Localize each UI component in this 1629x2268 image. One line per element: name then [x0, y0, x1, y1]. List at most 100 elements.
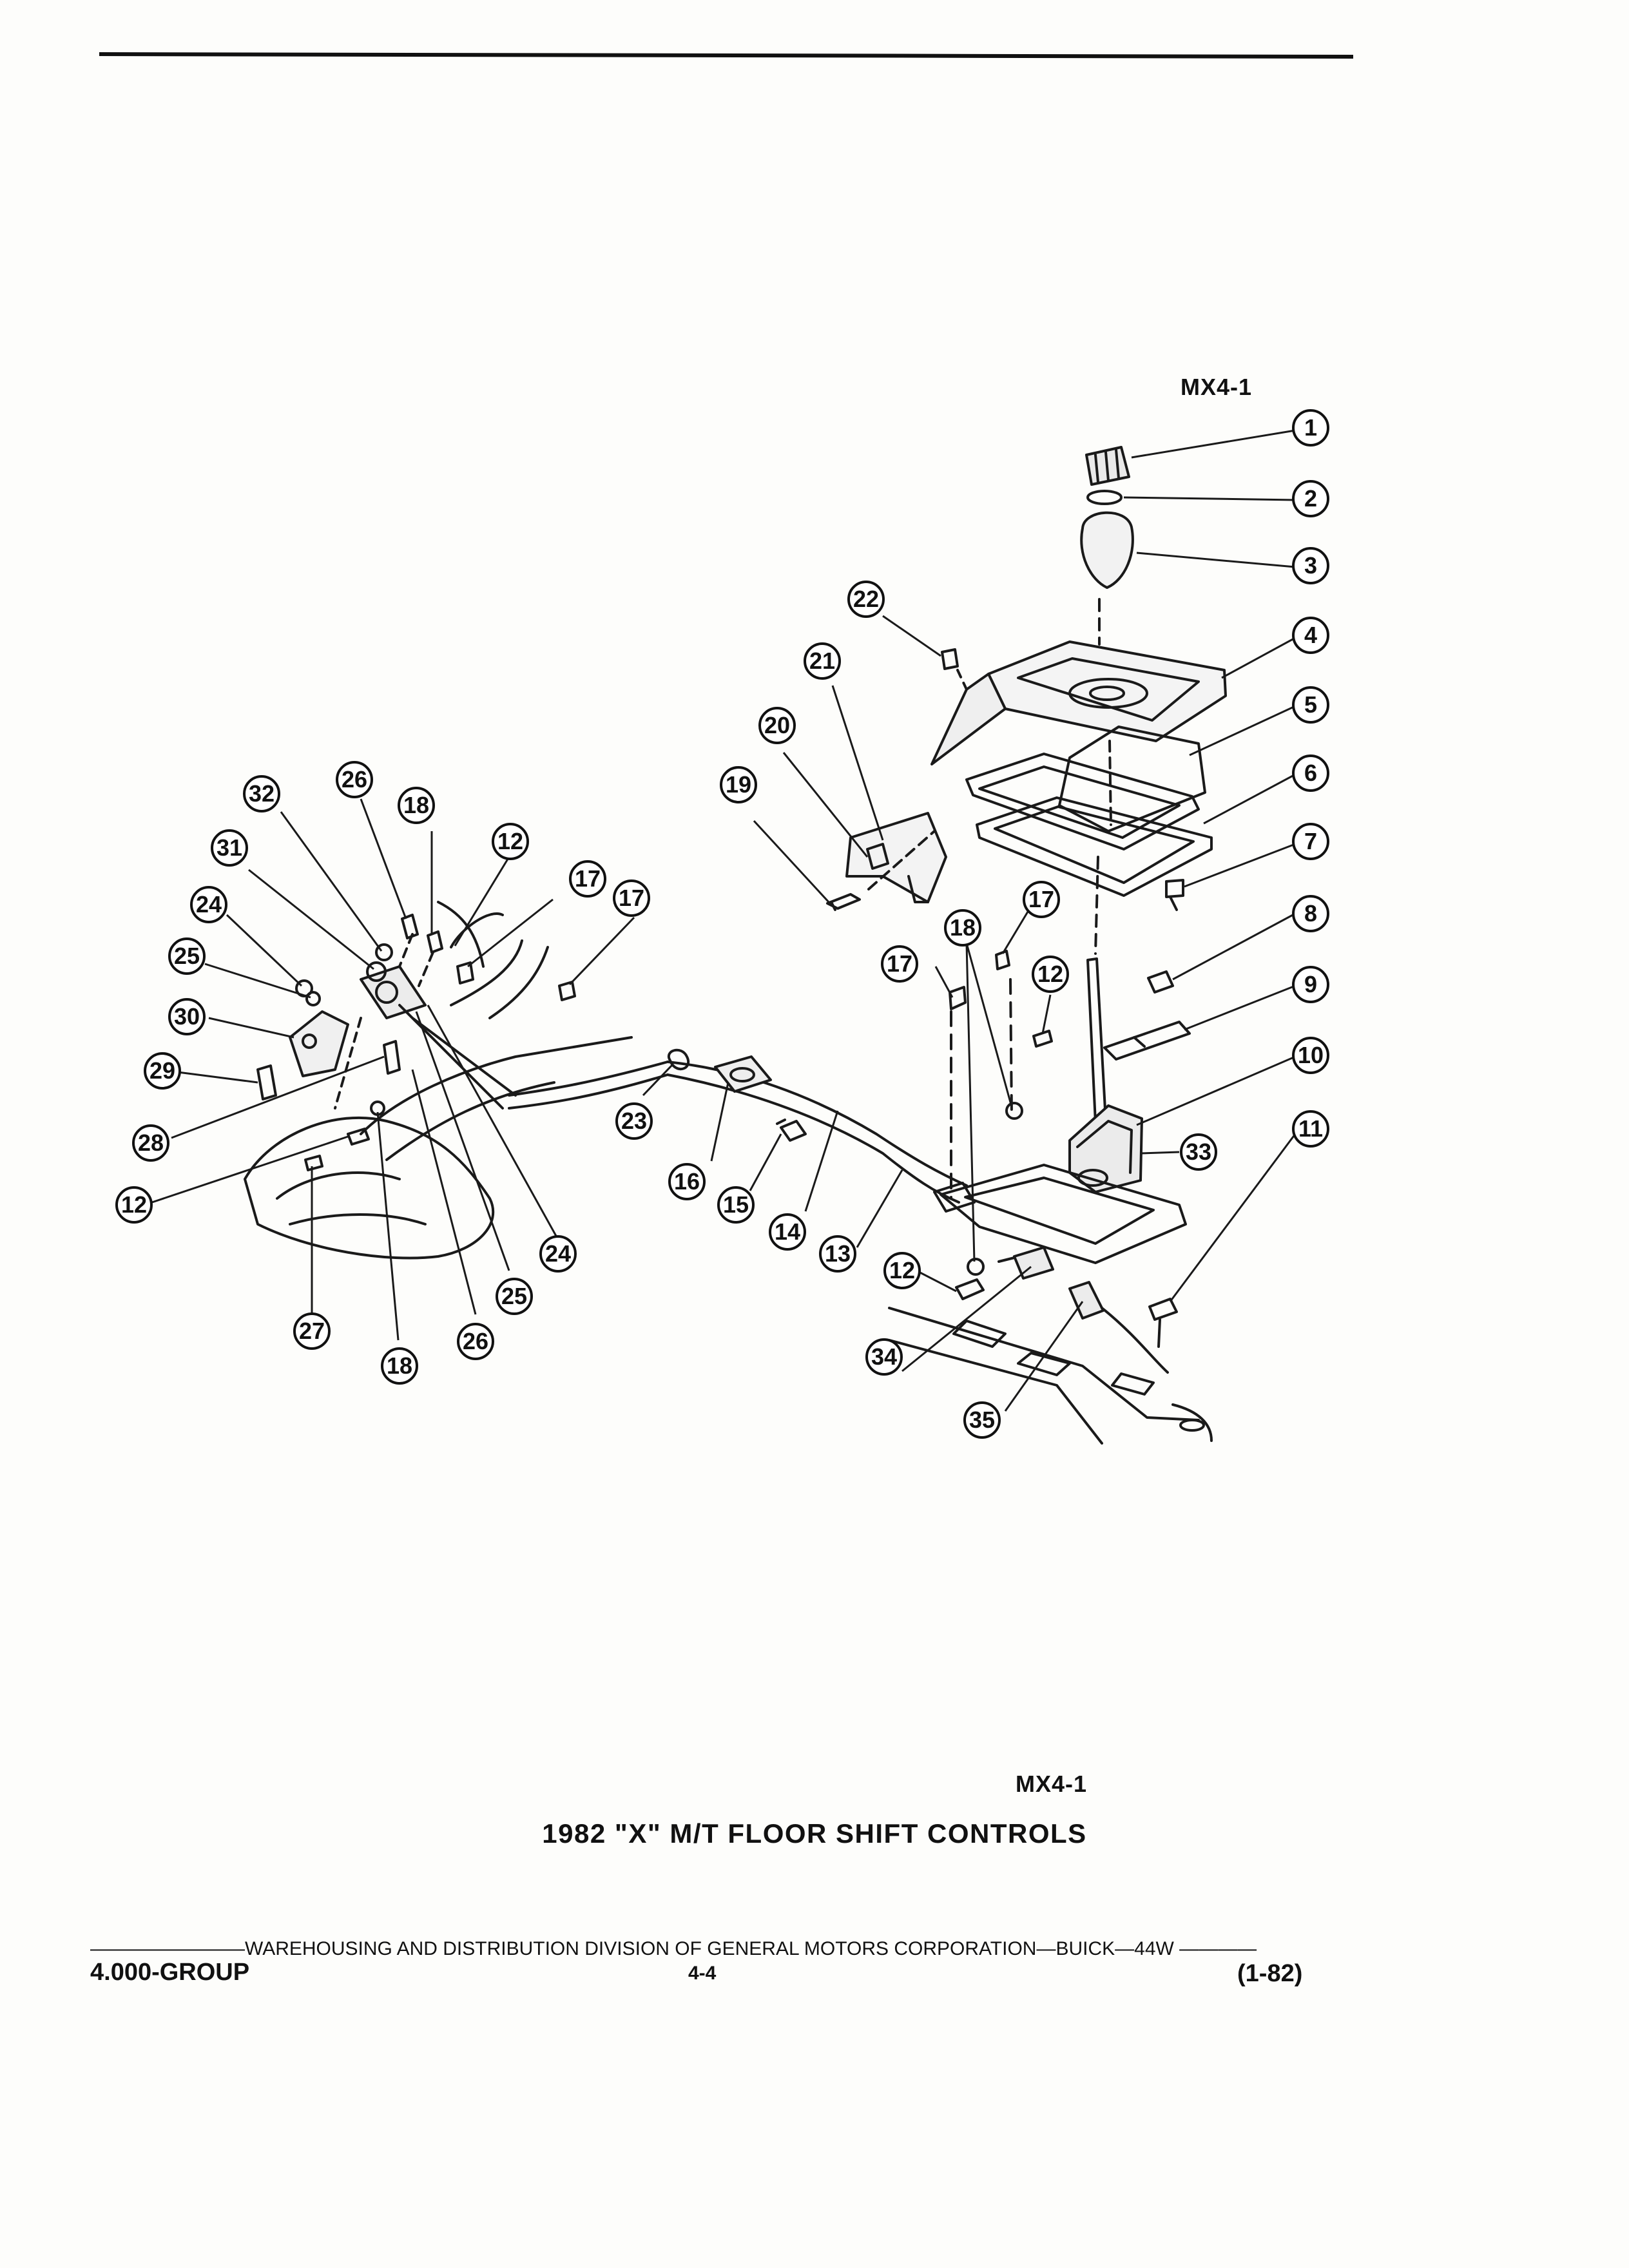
callout-10-circle: [1292, 1037, 1329, 1074]
callout-9-circle: [1292, 966, 1329, 1003]
bushing-31: [366, 961, 387, 982]
callout-6-circle: [1292, 754, 1329, 792]
callout-24-repeat-10: 24: [539, 1235, 577, 1273]
callout-20-circle: [758, 707, 796, 744]
callout-25-repeat-9-circle: [496, 1278, 533, 1315]
console-plate: [976, 796, 1213, 897]
leader-2: [1123, 496, 1296, 501]
leader-17-l1: [467, 898, 554, 968]
clip-17-left-a: [456, 961, 474, 985]
callout-30-label: 30: [174, 1003, 200, 1030]
shift-lever-left: [360, 965, 427, 1019]
clip-17-right: [949, 986, 967, 1010]
callouts-layer: 1234567891011332221201917181223161514133…: [115, 409, 1329, 1439]
top-border-line: [99, 52, 1354, 59]
callout-32: 32: [243, 775, 280, 812]
retainer-12-lower: [955, 1278, 985, 1300]
callout-24-repeat-10-label: 24: [545, 1240, 571, 1267]
leader-20: [782, 752, 869, 858]
callout-24-repeat-10-circle: [539, 1235, 577, 1273]
callout-30-circle: [168, 998, 206, 1035]
leader-12-l: [454, 856, 510, 947]
callout-22: 22: [847, 581, 885, 618]
shift-bracket-30: [289, 1010, 349, 1077]
callout-17-repeat-0-circle: [881, 945, 918, 983]
callout-18-circle: [944, 909, 981, 947]
callout-17-repeat-3: 17: [569, 860, 606, 898]
footer-division: WAREHOUSING AND DISTRIBUTION DIVISION OF…: [245, 1938, 1174, 1959]
clip-20: [866, 843, 889, 870]
callout-12-repeat-5-circle: [883, 1252, 921, 1289]
callout-12-repeat-6: 12: [115, 1186, 153, 1224]
callout-26-circle: [336, 761, 373, 798]
callout-9-label: 9: [1304, 971, 1317, 997]
leader-6: [1203, 773, 1296, 825]
callout-31-circle: [211, 829, 248, 867]
callout-32-circle: [243, 775, 280, 812]
washer-25: [305, 991, 321, 1006]
leader-24-l: [427, 1004, 558, 1238]
leader-23: [642, 1063, 674, 1097]
callout-12-repeat-6-circle: [115, 1186, 153, 1224]
footer-date: (1-82): [1237, 1960, 1303, 1987]
callout-19: 19: [720, 766, 757, 803]
callout-4: 4: [1292, 617, 1329, 654]
callout-28-label: 28: [138, 1129, 164, 1156]
callout-18-repeat-1-circle: [398, 787, 435, 824]
callout-4-label: 4: [1304, 622, 1317, 648]
callout-32-label: 32: [249, 780, 275, 807]
leader-35: [1004, 1301, 1084, 1412]
callout-12-repeat-6-label: 12: [121, 1191, 147, 1218]
callout-5-circle: [1292, 686, 1329, 724]
bracket-11: [1148, 1298, 1178, 1348]
callout-16-label: 16: [674, 1168, 700, 1195]
callout-10-label: 10: [1298, 1042, 1324, 1068]
callout-12-repeat-5: 12: [883, 1252, 921, 1289]
callout-13: 13: [819, 1235, 856, 1273]
leader-3: [1136, 552, 1296, 568]
callout-28-circle: [132, 1124, 169, 1162]
leader-10: [1136, 1055, 1296, 1126]
callout-25: 25: [168, 937, 206, 975]
callout-21-circle: [804, 642, 841, 680]
leader-34: [901, 1265, 1032, 1372]
callout-19-label: 19: [726, 771, 751, 798]
callout-31: 31: [211, 829, 248, 867]
callout-19-circle: [720, 766, 757, 803]
knob-washer: [1086, 490, 1123, 505]
grommet-16: [714, 1055, 772, 1093]
bolt-15: [776, 1119, 807, 1142]
leader-18-r: [965, 943, 1013, 1262]
callout-12-label: 12: [1037, 961, 1063, 987]
callout-14-label: 14: [775, 1218, 800, 1245]
leader-7: [1184, 843, 1296, 888]
callout-17-circle: [1023, 881, 1060, 918]
callout-18-repeat-1: 18: [398, 787, 435, 824]
callout-11-label: 11: [1298, 1115, 1323, 1142]
callout-25-repeat-9-label: 25: [501, 1283, 527, 1309]
callout-7-circle: [1292, 823, 1329, 860]
callout-8-label: 8: [1304, 900, 1317, 927]
callout-17-repeat-4-circle: [613, 879, 650, 917]
vertical-dashes-18: [950, 978, 1013, 1200]
callout-23-circle: [615, 1102, 653, 1140]
cable-end-12: [450, 912, 504, 948]
shift-lever: [1086, 856, 1107, 1124]
callout-14: 14: [769, 1213, 806, 1251]
stud-29: [256, 1064, 277, 1100]
callout-33-circle: [1180, 1133, 1217, 1171]
callout-16-circle: [668, 1163, 706, 1200]
callout-17-repeat-3-label: 17: [575, 865, 601, 892]
callout-2-circle: [1292, 480, 1329, 517]
callout-35-label: 35: [969, 1407, 995, 1433]
callout-20-label: 20: [764, 712, 790, 738]
leader-13: [856, 1169, 903, 1248]
callout-15-circle: [717, 1186, 755, 1224]
leader-19: [753, 820, 830, 903]
callout-26-label: 26: [342, 766, 367, 793]
diagram-code-bottom: MX4-1: [1016, 1771, 1088, 1797]
leader-28: [171, 1055, 385, 1139]
callout-34: 34: [865, 1338, 903, 1376]
leader-18-ll: [376, 1111, 400, 1341]
callout-20: 20: [758, 707, 796, 744]
